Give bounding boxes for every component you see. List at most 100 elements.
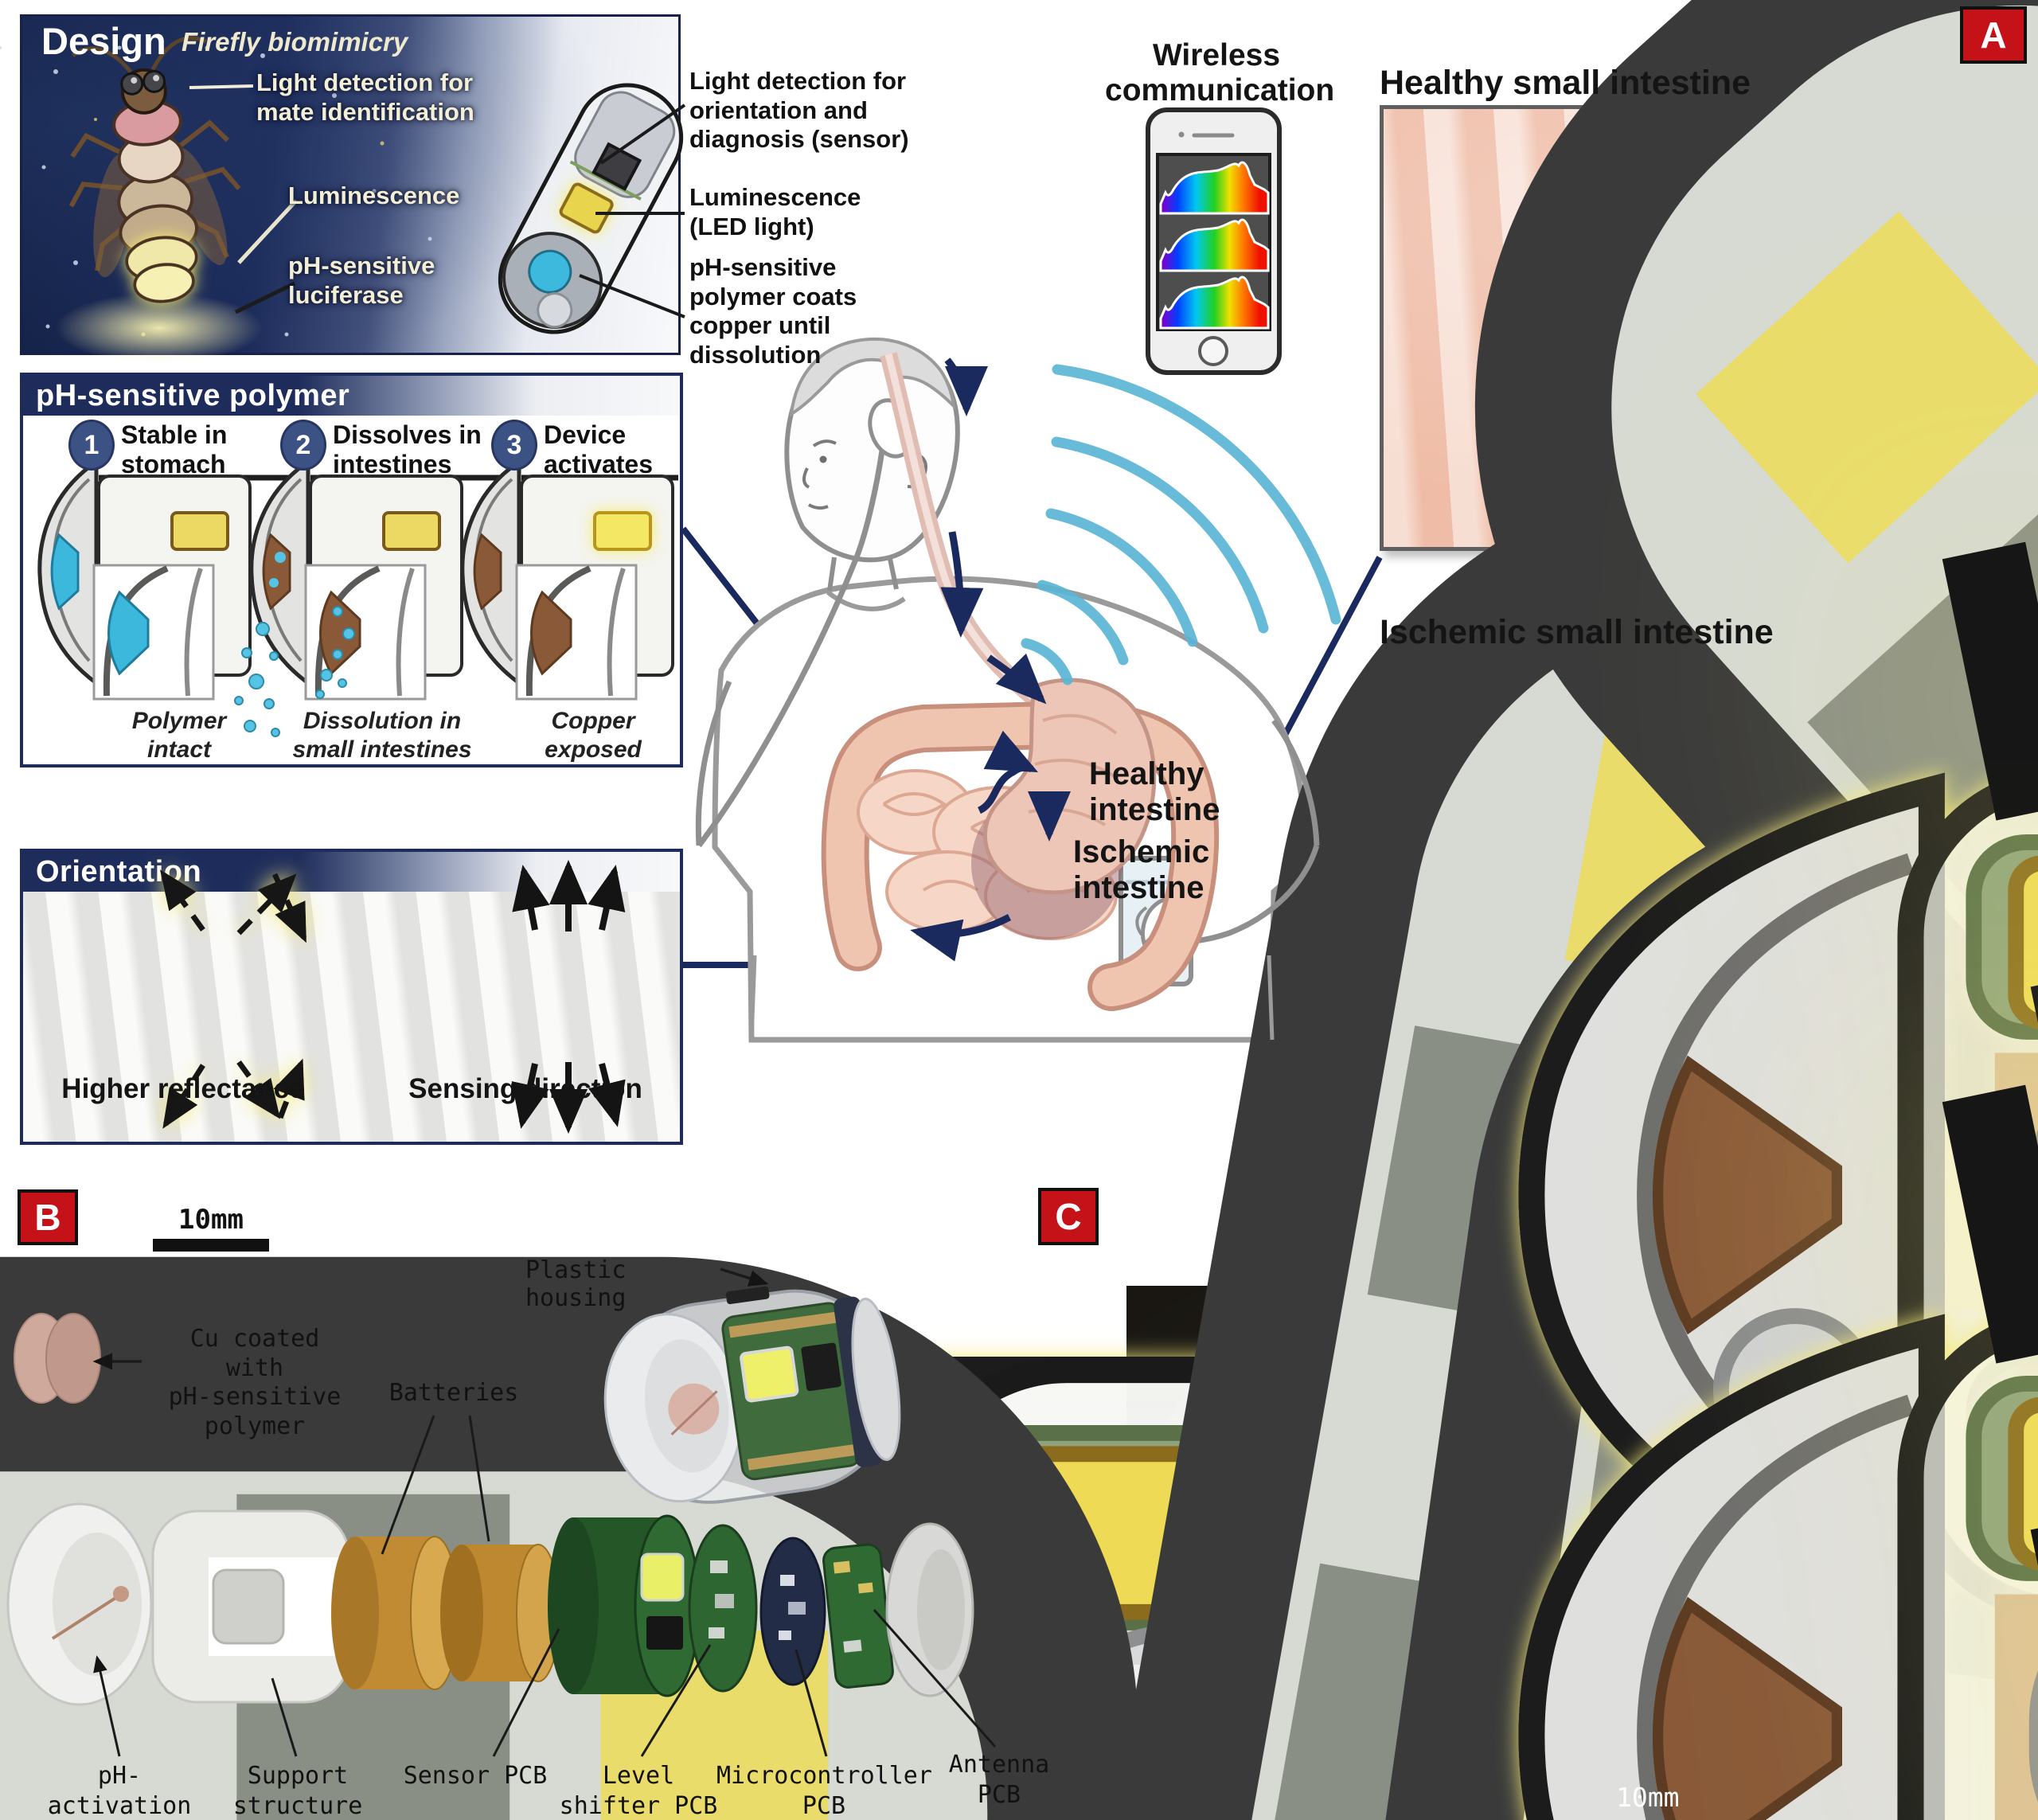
cu-discs xyxy=(14,1313,101,1404)
design-title: Design xyxy=(41,20,166,62)
healthy-biomarker1-box: Biomarker 1 xyxy=(1805,155,2007,314)
microcontroller-label: Microcontroller PCB xyxy=(716,1762,932,1820)
panel-b-letter: B xyxy=(34,1197,61,1238)
smartphone xyxy=(1146,107,1282,375)
photo-scalebar xyxy=(1624,1764,1697,1776)
panel-a-badge: A xyxy=(1960,6,2027,64)
step-1-caption: Polymer intact xyxy=(131,708,227,763)
step-3-digit: 3 xyxy=(506,429,522,460)
step-1-number: 1 xyxy=(68,420,115,471)
ischemic-biomarker1-line xyxy=(1809,775,2007,792)
panel-a-letter: A xyxy=(1980,14,2007,56)
orientation-title: Orientation xyxy=(36,855,202,889)
phone-home-button xyxy=(1198,336,1228,366)
right-hand xyxy=(868,398,916,459)
ph-polymer-header: pH-sensitive polymer xyxy=(23,376,680,416)
panel-c-badge: C xyxy=(1038,1188,1099,1245)
panel-connectors xyxy=(680,526,1383,968)
ph-polymer-title: pH-sensitive polymer xyxy=(36,379,350,412)
antenna-pcb-label: Antenna PCB xyxy=(948,1751,1050,1809)
step-2-caption: Dissolution in small intestines xyxy=(292,708,472,763)
step-3-caption: Copper exposed xyxy=(545,708,642,763)
step-3-number: 3 xyxy=(491,420,537,471)
connector-healthy xyxy=(1188,556,1383,786)
step-2-digit: 2 xyxy=(295,429,311,460)
plastic-housing-label: Plastic housing xyxy=(525,1256,627,1312)
healthy-intestine-label: Healthy intestine xyxy=(1089,756,1220,827)
support-structure-part xyxy=(151,1510,357,1704)
left-upper-arm xyxy=(1271,718,1320,846)
esophagus xyxy=(880,352,1053,716)
right-forearm xyxy=(697,450,885,848)
ph-activation-dome xyxy=(6,1502,153,1706)
face-features xyxy=(802,439,927,510)
device-photo xyxy=(1591,1286,2036,1820)
panel-c-letter: C xyxy=(1055,1196,1082,1237)
battery-1 xyxy=(331,1536,459,1690)
microcontroller-part xyxy=(759,1537,826,1686)
spectra-plots xyxy=(1159,161,1270,330)
step-2-label: Dissolves in intestines xyxy=(333,420,482,478)
battery-2 xyxy=(440,1544,560,1682)
ischemic-biomarker1-title: Biomarker 1 xyxy=(1831,698,1984,728)
device-photo-art xyxy=(1624,1314,2036,1819)
firefly-photo-art xyxy=(1126,1286,1489,1820)
ischemic-biomarker2-title: Biomarker 2 xyxy=(1831,859,1984,889)
ischemic-biomarker1-box: Biomarker 1 xyxy=(1805,687,2007,814)
ph-activation-label: pH-activation mechanism xyxy=(47,1762,192,1820)
sensor-pcb-label: Sensor PCB xyxy=(403,1762,548,1790)
higher-reflectance-caption: Higher reflectance xyxy=(61,1073,305,1104)
phone-camera xyxy=(1178,131,1185,138)
healthy-biomarker2-title: Biomarker 2 xyxy=(1831,368,1984,397)
label-mate-identification: Light detection for mate identification xyxy=(256,68,474,126)
label-luminescence: Luminescence xyxy=(288,182,460,209)
step-1-label: Stable in stomach xyxy=(121,420,228,478)
panel-b-badge: B xyxy=(18,1189,78,1245)
ischemic-panel-title: Ischemic small intestine xyxy=(1380,613,1774,651)
connector-polymer xyxy=(680,526,955,875)
wireless-communication-label: Wireless communication xyxy=(1105,38,1335,107)
orientation-header: Orientation xyxy=(23,852,680,892)
head xyxy=(784,338,960,563)
capsule-ischemic-site xyxy=(0,1402,1057,1820)
phone-screen xyxy=(1156,153,1271,331)
label-capsule-polymer: pH-sensitive polymer coats copper until … xyxy=(689,253,857,369)
healthy-biomarker1-title: Biomarker 1 xyxy=(1831,166,1984,196)
scalebar-c-label: 10mm xyxy=(1616,1782,1680,1813)
level-shifter-part xyxy=(688,1524,758,1693)
design-subtitle: Firefly biomimicry xyxy=(182,27,408,57)
ischemic-biomarker2-line xyxy=(1809,896,2007,915)
sensor-pcb-part xyxy=(548,1514,701,1697)
scalebar-b-label: 10mm xyxy=(178,1204,244,1236)
scalebar-b xyxy=(153,1239,269,1252)
label-capsule-led: Luminescence (LED light) xyxy=(689,183,861,240)
connector-orientation xyxy=(683,818,947,968)
leaf-shadow-top xyxy=(1126,1286,1246,1493)
antenna-pcb-part xyxy=(822,1543,894,1689)
transit-arrows xyxy=(910,357,1071,962)
step-2-number: 2 xyxy=(280,420,326,471)
ischemic-biomarker2-box: Biomarker 2 xyxy=(1805,848,2007,1007)
panel-b-art xyxy=(6,1239,997,1757)
label-capsule-sensor: Light detection for orientation and diag… xyxy=(689,67,909,154)
panel-b-leaders xyxy=(93,1415,997,1757)
healthy-biomarker2-box: Biomarker 2 xyxy=(1805,357,2007,512)
sensing-direction-caption: Sensing direction xyxy=(408,1073,642,1104)
healthy-panel-title: Healthy small intestine xyxy=(1380,64,1751,102)
end-dome-part xyxy=(885,1522,974,1697)
right-upper-arm xyxy=(695,680,732,846)
batteries-label: Batteries xyxy=(388,1379,519,1407)
cu-label: Cu coated with pH-sensitive polymer xyxy=(168,1325,342,1440)
exploded-components xyxy=(6,1502,974,1706)
ph-polymer-panel: pH-sensitive polymer xyxy=(20,373,683,767)
support-structure-label: Support structure xyxy=(232,1762,363,1820)
step-3-label: Device activates xyxy=(544,420,653,478)
wifi-arcs xyxy=(1021,364,1341,685)
ischemic-intestine-label: Ischemic intestine xyxy=(1073,834,1210,905)
step-1-digit: 1 xyxy=(84,429,100,460)
ischemic-shading xyxy=(1425,860,1759,1067)
label-luciferase: pH-sensitive luciferase xyxy=(288,252,435,309)
healthy-biomarker2-line xyxy=(1809,473,2007,485)
level-shifter-label: Level shifter PCB xyxy=(559,1762,718,1820)
